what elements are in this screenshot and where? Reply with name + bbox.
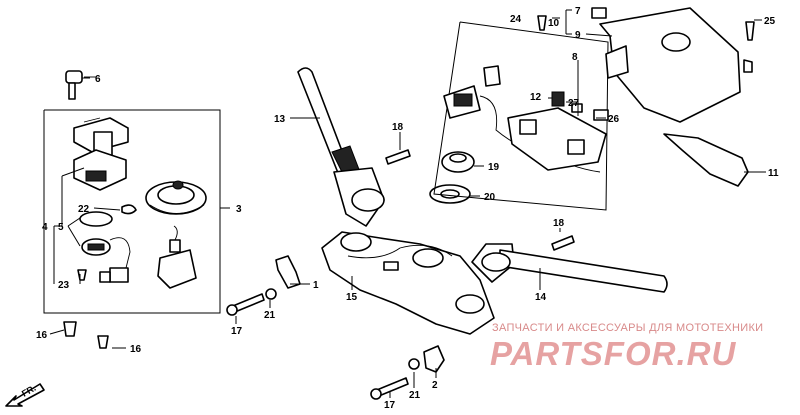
handlebar-right bbox=[471, 243, 668, 293]
washer-icon bbox=[408, 358, 420, 370]
bolt-icon bbox=[385, 149, 411, 165]
direction-label: FR. bbox=[20, 383, 38, 399]
callout-11: 11 bbox=[768, 168, 779, 179]
watermark: ЗАПЧАСТИ И АКСЕССУАРЫ ДЛЯ МОТОТЕХНИКИ PA… bbox=[490, 322, 763, 372]
callout-19: 19 bbox=[488, 162, 500, 173]
top-bridge bbox=[321, 231, 495, 335]
handlebar-left bbox=[297, 67, 385, 227]
bulb-socket-icon bbox=[551, 91, 565, 107]
front-direction-marker: FR. bbox=[5, 383, 45, 407]
callout-22: 22 bbox=[78, 204, 90, 215]
arrow-icon bbox=[5, 383, 45, 407]
screw-icon bbox=[77, 269, 87, 281]
callout-20: 20 bbox=[484, 192, 496, 203]
callout-4: 4 bbox=[42, 222, 48, 233]
callout-13: 13 bbox=[274, 114, 286, 125]
bracket-icon bbox=[157, 225, 197, 289]
upper-cover bbox=[591, 7, 753, 123]
clip-icon bbox=[121, 204, 137, 215]
label-plate-icon bbox=[591, 7, 607, 19]
leader-lines bbox=[49, 9, 766, 398]
gasket-icon bbox=[663, 133, 749, 187]
screw-icon bbox=[63, 321, 77, 337]
callout-26: 26 bbox=[608, 114, 620, 125]
callout-6: 6 bbox=[95, 74, 101, 85]
ignition-group-frame bbox=[43, 109, 221, 314]
callout-1: 1 bbox=[313, 280, 319, 291]
callout-16-left: 16 bbox=[36, 330, 48, 341]
bulb-icon bbox=[593, 109, 609, 121]
connector-icon bbox=[99, 271, 111, 283]
callout-12: 12 bbox=[530, 92, 542, 103]
callout-27: 27 bbox=[568, 98, 580, 109]
bracket-icon bbox=[423, 345, 445, 373]
indicator-group-frame bbox=[433, 21, 609, 211]
screw-icon bbox=[97, 335, 109, 349]
callout-16-right: 16 bbox=[130, 344, 142, 355]
watermark-subtitle: ЗАПЧАСТИ И АКСЕССУАРЫ ДЛЯ МОТОТЕХНИКИ bbox=[492, 322, 763, 334]
key-icon bbox=[65, 70, 96, 100]
mount-hardware bbox=[63, 149, 575, 400]
indicator-group bbox=[433, 21, 609, 211]
callout-7: 7 bbox=[575, 6, 581, 17]
connector-icon bbox=[109, 267, 129, 283]
ignition-lock-icon bbox=[73, 117, 129, 191]
callout-8: 8 bbox=[572, 52, 578, 63]
bolt-icon bbox=[537, 15, 547, 31]
wire-harness bbox=[109, 237, 131, 277]
switch-ring-icon bbox=[79, 211, 113, 256]
watermark-brand: PARTSFOR.RU bbox=[490, 335, 736, 372]
callout-labels: 6 3 13 18 19 20 8 24 10 7 9 25 11 12 27 … bbox=[36, 6, 779, 411]
washer-icon bbox=[265, 288, 277, 300]
ignition-switch-group bbox=[43, 70, 221, 314]
switch-cover-icon bbox=[145, 180, 207, 215]
callout-18-lower: 18 bbox=[553, 218, 565, 229]
bracket-icon bbox=[275, 255, 301, 289]
callout-17-right: 17 bbox=[384, 400, 396, 411]
callout-21-right: 21 bbox=[409, 390, 421, 401]
callout-18-upper: 18 bbox=[392, 122, 404, 133]
callout-14: 14 bbox=[535, 292, 547, 303]
callout-3: 3 bbox=[236, 204, 242, 215]
bolt-icon bbox=[551, 235, 575, 251]
callout-23: 23 bbox=[58, 280, 70, 291]
callout-2: 2 bbox=[432, 380, 438, 391]
callout-17-left: 17 bbox=[231, 326, 243, 337]
callout-10: 10 bbox=[548, 18, 560, 29]
callout-21-left: 21 bbox=[264, 310, 276, 321]
callout-15: 15 bbox=[346, 292, 358, 303]
callout-9: 9 bbox=[575, 30, 581, 41]
callout-24: 24 bbox=[510, 14, 522, 25]
callout-25: 25 bbox=[764, 16, 776, 27]
bolt-icon bbox=[745, 21, 755, 41]
callout-5: 5 bbox=[58, 222, 64, 233]
